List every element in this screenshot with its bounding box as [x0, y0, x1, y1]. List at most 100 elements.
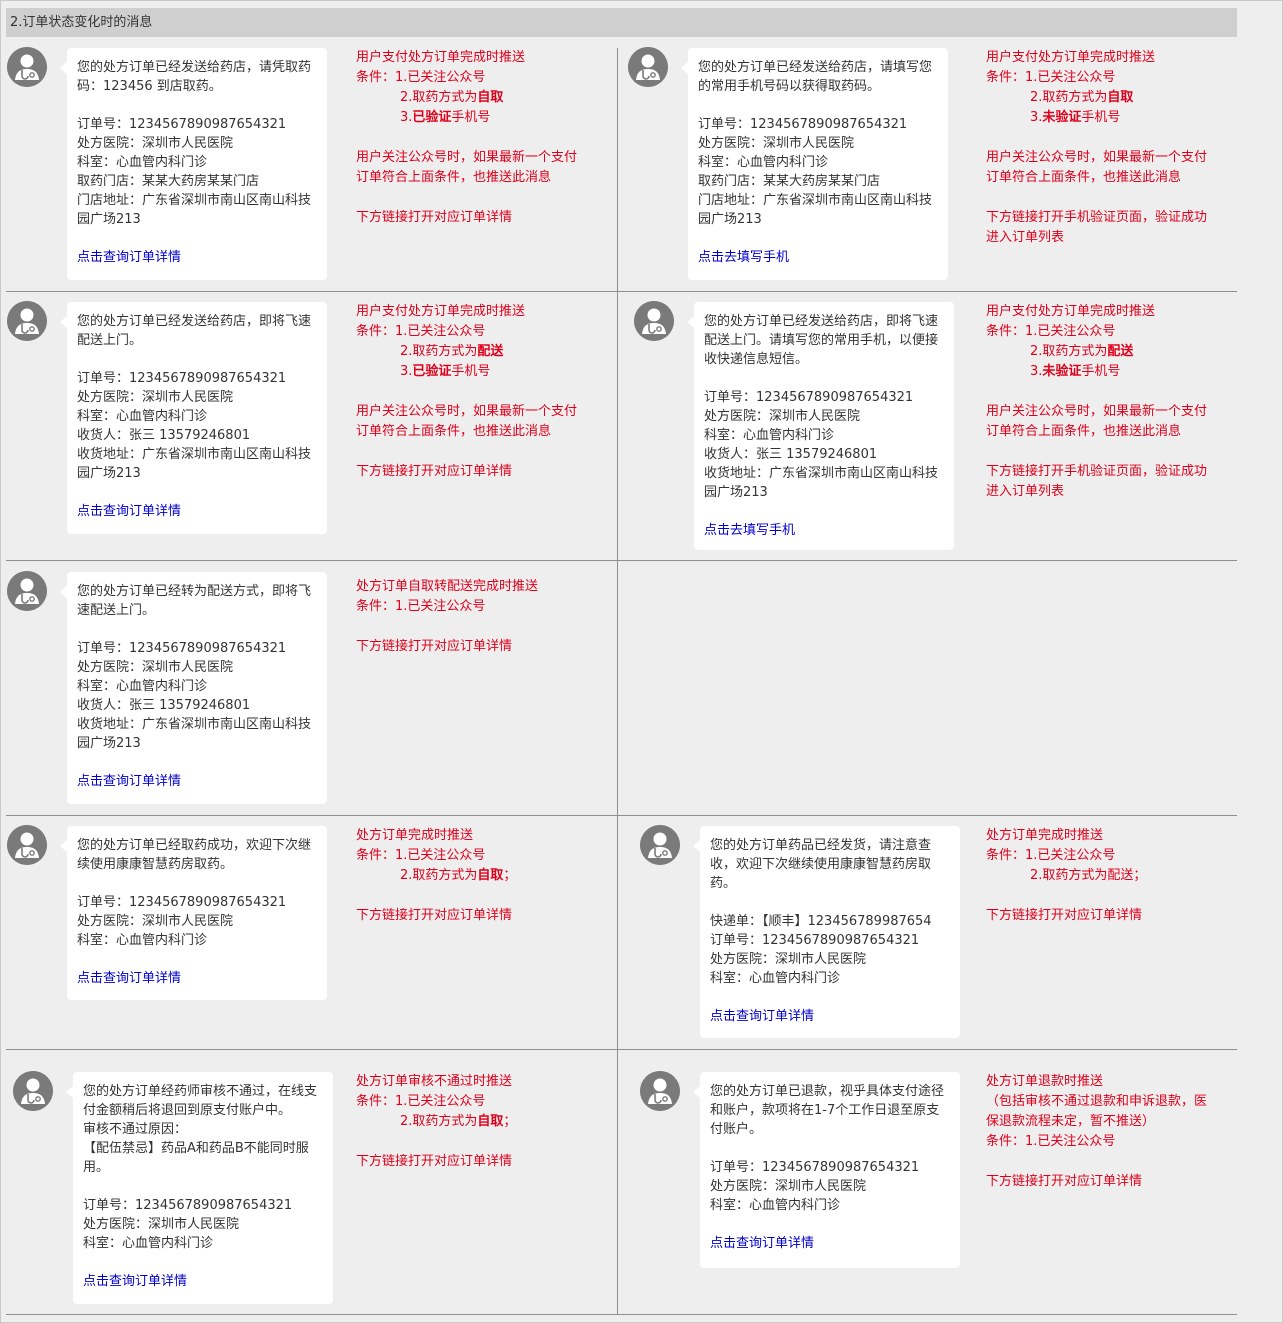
message-line: 处方医院：深圳市人民医院: [698, 136, 855, 151]
message-bubble: 您的处方订单已经发送给药店，即将飞速配送上门。请填写您的常用手机，以便接收快递信…: [687, 302, 954, 550]
message-bubble: 您的处方订单已经发送给药店，请填写您的常用手机号码以获得取药码。订单号：1234…: [681, 48, 948, 280]
message-line: 续使用康康智慧药房取药。: [77, 857, 234, 872]
note-emphasis: 未验证: [1042, 110, 1082, 125]
note-line: 条件：1.已关注公众号: [356, 1092, 516, 1112]
section-header: 2.订单状态变化时的消息: [6, 8, 1237, 37]
order-detail-link[interactable]: 点击查询订单详情: [77, 250, 182, 265]
note-suffix: 手机号: [451, 364, 491, 379]
note-line: 处方订单完成时推送: [986, 826, 1146, 846]
note-text: 用户支付处方订单完成时推送: [986, 304, 1156, 319]
message-line: 处方医院：深圳市人民医院: [77, 660, 234, 675]
message-gap: [77, 950, 317, 969]
note-text: 3.: [400, 110, 413, 125]
note-text: 条件：1.已关注公众号: [356, 70, 486, 85]
message-line: 处方医院：深圳市人民医院: [83, 1217, 240, 1232]
note-text: 2.取药方式为: [400, 344, 478, 359]
note-text: 订单符合上面条件，也推送此消息: [356, 170, 552, 185]
note-gap: [356, 188, 577, 208]
order-detail-link[interactable]: 点击去填写手机: [704, 523, 796, 538]
note-line: 条件：1.已关注公众号: [356, 322, 577, 342]
message-gap: [704, 502, 944, 521]
note-line: 用户支付处方订单完成时推送: [356, 48, 577, 68]
note-gap: [986, 1152, 1207, 1172]
message-line: 园广场213: [77, 212, 141, 227]
note-text: 条件：1.已关注公众号: [986, 324, 1116, 339]
note-line: 订单符合上面条件，也推送此消息: [986, 168, 1207, 188]
order-detail-link[interactable]: 点击查询订单详情: [83, 1274, 188, 1289]
note-emphasis: 自取: [477, 868, 504, 883]
note-gap: [356, 617, 538, 637]
note-text: 用户关注公众号时，如果最新一个支付: [356, 150, 578, 165]
message-gap: [77, 483, 317, 502]
message-line: 您的处方订单已经发送给药店，即将飞速: [704, 314, 939, 329]
note-line: 订单符合上面条件，也推送此消息: [356, 168, 577, 188]
message-line: 收货人：张三 13579246801: [704, 447, 878, 462]
note-text: 订单符合上面条件，也推送此消息: [986, 170, 1182, 185]
message-gap: [710, 893, 950, 912]
row-divider: [6, 291, 1237, 292]
note-line: 下方链接打开对应订单详情: [356, 462, 577, 482]
note-line: 保退款流程未定，暂不推送）: [986, 1112, 1207, 1132]
note-gap: [986, 188, 1207, 208]
message-gap: [710, 988, 950, 1007]
message-line: 您的处方订单已经发送给药店，即将飞速: [77, 314, 312, 329]
note-text: 用户关注公众号时，如果最新一个支付: [986, 404, 1208, 419]
note-text: 下方链接打开手机验证页面，验证成功: [986, 210, 1208, 225]
doctor-avatar-icon: [634, 301, 674, 341]
message-line: 您的处方订单已经转为配送方式，即将飞: [77, 584, 312, 599]
message-line: 科室：心血管内科门诊: [77, 155, 208, 170]
doctor-avatar-icon: [7, 825, 47, 865]
message-line: 快递单：【顺丰】123456789987654: [710, 914, 932, 929]
message-gap: [77, 229, 317, 248]
note-text: 下方链接打开对应订单详情: [986, 908, 1143, 923]
order-detail-link[interactable]: 点击查询订单详情: [710, 1236, 815, 1251]
order-detail-link[interactable]: 点击查询订单详情: [77, 971, 182, 986]
message-line: 订单号：1234567890987654321: [77, 641, 287, 656]
message-gap: [77, 753, 317, 772]
message-line: 园广场213: [77, 736, 141, 751]
message-gap: [77, 350, 317, 369]
note-line: 3.未验证手机号: [986, 362, 1207, 382]
message-line: 付金额稍后将退回到原支付账户中。: [83, 1103, 292, 1118]
message-gap: [77, 96, 317, 115]
note-text: 条件：1.已关注公众号: [356, 1094, 486, 1109]
note-line: 处方订单完成时推送: [356, 826, 516, 846]
order-detail-link[interactable]: 点击查询订单详情: [710, 1009, 815, 1024]
row-divider: [6, 560, 1237, 561]
note-text: 下方链接打开对应订单详情: [986, 1174, 1143, 1189]
message-line: 园广场213: [698, 212, 762, 227]
note-line: 条件：1.已关注公众号: [986, 1132, 1207, 1152]
note-line: 用户支付处方订单完成时推送: [986, 48, 1207, 68]
message-line: 您的处方订单经药师审核不通过，在线支: [83, 1084, 318, 1099]
note-text: 3.: [1030, 364, 1043, 379]
order-detail-link[interactable]: 点击查询订单详情: [77, 774, 182, 789]
note-line: 条件：1.已关注公众号: [356, 68, 577, 88]
push-rule-note: 处方订单自取转配送完成时推送条件：1.已关注公众号下方链接打开对应订单详情: [356, 577, 538, 657]
note-text: 3.: [1030, 110, 1043, 125]
message-line: 科室：心血管内科门诊: [704, 428, 835, 443]
note-line: 2.取药方式为配送；: [986, 866, 1146, 886]
doctor-avatar-icon: [7, 571, 47, 611]
message-bubble: 您的处方订单经药师审核不通过，在线支付金额稍后将退回到原支付账户中。审核不通过原…: [66, 1072, 333, 1304]
note-line: 2.取药方式为自取；: [356, 1112, 516, 1132]
message-line: 您的处方订单已经发送给药店，请凭取药: [77, 60, 312, 75]
note-text: 2.取药方式为: [1030, 344, 1108, 359]
note-line: 条件：1.已关注公众号: [986, 68, 1207, 88]
order-detail-link[interactable]: 点击去填写手机: [698, 250, 790, 265]
message-gap: [77, 874, 317, 893]
note-line: 2.取药方式为配送: [356, 342, 577, 362]
note-text: 用户关注公众号时，如果最新一个支付: [356, 404, 578, 419]
message-line: 门店地址：广东省深圳市南山区南山科技: [77, 193, 312, 208]
note-text: 3.: [400, 364, 413, 379]
note-line: 订单符合上面条件，也推送此消息: [356, 422, 577, 442]
message-line: 药。: [710, 876, 737, 891]
note-text: 用户支付处方订单完成时推送: [356, 304, 526, 319]
note-gap: [986, 128, 1207, 148]
order-detail-link[interactable]: 点击查询订单详情: [77, 504, 182, 519]
message-line: 收货地址：广东省深圳市南山区南山科技: [77, 717, 312, 732]
message-gap: [698, 96, 938, 115]
note-gap: [356, 382, 577, 402]
